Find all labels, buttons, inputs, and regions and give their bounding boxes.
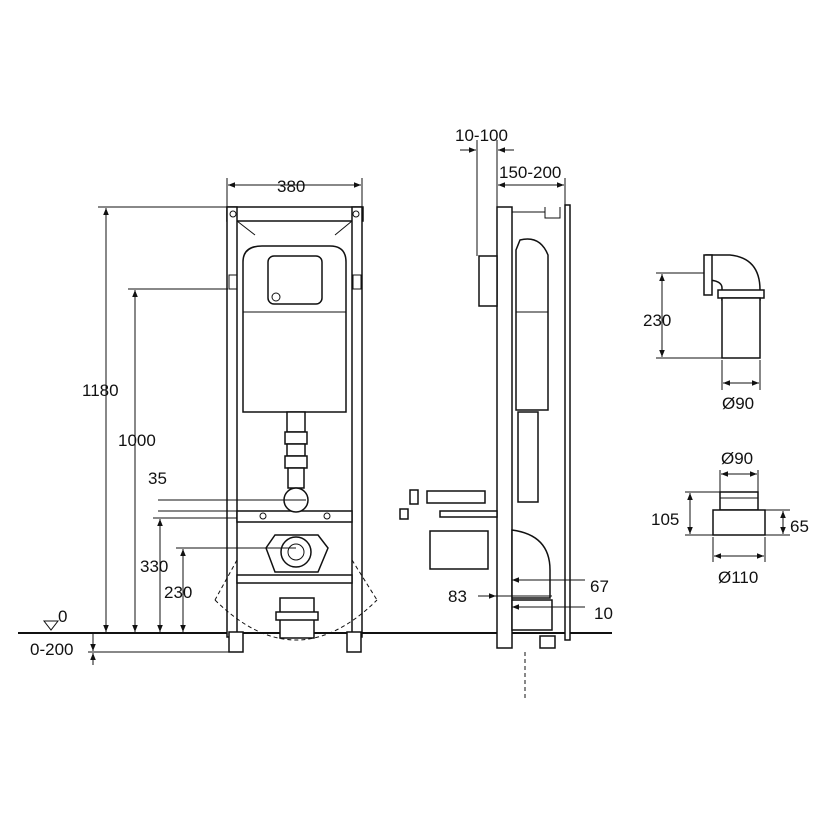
dim-connector-height: 105 [651, 510, 679, 529]
cistern [242, 245, 347, 413]
dim-330: 330 [140, 557, 168, 576]
connector-piece [712, 491, 766, 536]
dim-connector-top-diameter: Ø90 [721, 449, 753, 468]
dim-230: 230 [164, 583, 192, 602]
drain-connection [214, 534, 378, 641]
dim-35: 35 [148, 469, 167, 488]
side-view-frame [399, 204, 571, 649]
dim-height-1180: 1180 [82, 381, 119, 400]
dim-height-1000: 1000 [118, 431, 156, 450]
elbow-pipe [703, 254, 765, 359]
dim-10: 10 [594, 604, 613, 623]
dim-floor-range: 0-200 [30, 640, 73, 659]
front-view-frame [226, 206, 364, 653]
flush-pipe [283, 411, 309, 513]
dim-width-380: 380 [277, 177, 305, 196]
dim-floor-0: 0 [58, 607, 67, 626]
level-triangle-icon [42, 620, 60, 631]
dim-connector-bottom-diameter: Ø110 [718, 568, 758, 587]
dim-wall-gap: 10-100 [455, 126, 508, 145]
dim-depth: 150-200 [499, 163, 561, 182]
dim-connector-inner-height: 65 [790, 517, 809, 536]
dim-elbow-height: 230 [643, 311, 671, 330]
dim-83: 83 [448, 587, 467, 606]
dim-elbow-diameter: Ø90 [722, 394, 754, 413]
dim-67: 67 [590, 577, 609, 596]
